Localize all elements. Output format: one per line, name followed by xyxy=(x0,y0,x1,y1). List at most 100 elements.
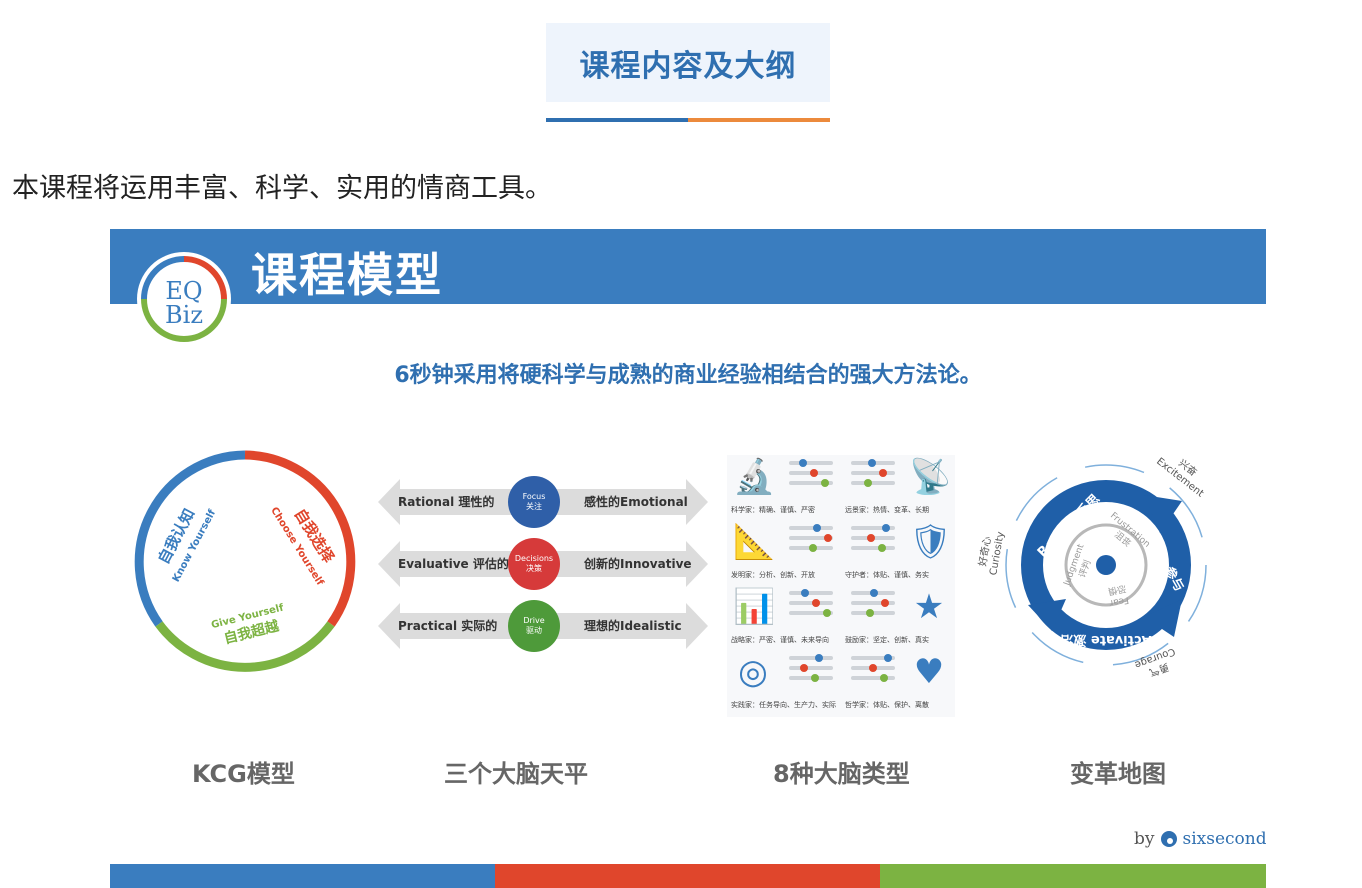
rep-bar xyxy=(851,599,895,607)
rep-bar xyxy=(789,524,833,532)
change-map-ring xyxy=(1021,480,1191,650)
head-heart-icon: ♥ xyxy=(913,652,945,692)
underline-orange xyxy=(688,118,830,122)
rep-bar xyxy=(851,609,895,617)
rep-bar xyxy=(851,544,895,552)
brain-row-drive: Practical 实际的 Drive 驱动 理想的Idealistic xyxy=(378,599,708,653)
kcg-give-arc xyxy=(155,621,335,672)
rep-bar xyxy=(789,664,833,672)
brain-type-desc: 鼓励家：坚定、创新、真实 xyxy=(845,636,929,644)
change-arrow-head xyxy=(1144,495,1182,533)
rep-bar xyxy=(851,654,895,662)
credit-brand: sixseconds xyxy=(1182,829,1267,849)
rep-bars xyxy=(851,459,895,491)
node-en: Drive xyxy=(523,616,545,626)
brain-type-desc: 科学家：精确、谨慎、严密 xyxy=(731,506,815,514)
node-en: Focus xyxy=(522,492,546,502)
footer-red xyxy=(495,864,880,888)
brain-type-cell: 🛡 守护者：体贴、谨慎、务实 xyxy=(845,520,955,586)
change-arrow-head xyxy=(1144,599,1182,637)
rep-bars xyxy=(851,524,895,556)
rep-bars xyxy=(789,524,833,556)
rep-bar xyxy=(851,469,895,477)
credit-by: by xyxy=(1134,829,1155,849)
brain-left-label: Rational 理性的 xyxy=(398,495,495,509)
change-map-caption: 变革地图 xyxy=(1070,760,1166,788)
footer-blue xyxy=(110,864,495,888)
brain-row-decisions: Evaluative 评估的 Decisions 决策 创新的Innovativ… xyxy=(378,537,708,591)
brain-type-desc: 实践家：任务导向、生产力、实际 xyxy=(731,701,836,709)
rep-bar xyxy=(851,459,895,467)
slide-heading: 课程模型 xyxy=(251,248,443,302)
rep-bar xyxy=(789,589,833,597)
brain-row-focus: Rational 理性的 Focus 关注 感性的Emotional xyxy=(378,475,708,529)
brain-type-cell: ♥ 哲学家：体贴、保护、离散 xyxy=(845,650,955,716)
slide-subtitle: 6秒钟采用将硬科学与成熟的商业经验相结合的强大方法论。 xyxy=(394,363,982,388)
rep-bar xyxy=(851,589,895,597)
presenter-icon: 📊 xyxy=(733,587,776,627)
types-caption: 8种大脑类型 xyxy=(773,760,910,788)
footer-color-bar xyxy=(110,864,1266,888)
broadcast-icon: 📡 xyxy=(909,457,952,497)
sixseconds-mark xyxy=(1096,555,1116,575)
brain-type-cell: 📊 战略家：严密、谨慎、未来导向 xyxy=(731,585,841,651)
section-title: 课程内容及大纲 xyxy=(546,23,830,102)
brain-type-cell: 📐 发明家：分析、创新、开放 xyxy=(731,520,841,586)
brain-type-cell: ★ 鼓励家：坚定、创新、真实 xyxy=(845,585,955,651)
target-icon: ◎ xyxy=(738,652,768,692)
kcg-caption: KCG模型 xyxy=(192,760,295,788)
node-cn: 关注 xyxy=(526,502,542,511)
rep-bar xyxy=(851,479,895,487)
eqbiz-logo: EQ Biz xyxy=(137,252,231,346)
brain-left-label: Practical 实际的 xyxy=(398,619,498,633)
rep-bar xyxy=(789,534,833,542)
star-icon: ★ xyxy=(913,587,945,627)
kcg-choose-arc xyxy=(244,450,356,627)
logo-line2: Biz xyxy=(165,301,203,329)
node-cn: 决策 xyxy=(526,564,542,573)
rep-bar xyxy=(789,459,833,467)
brain-right-label: 创新的Innovative xyxy=(584,557,692,571)
kcg-model-diagram: 自我认知 Know Yourself 自我选择 Choose Yourself … xyxy=(134,450,356,672)
rep-bar xyxy=(789,469,833,477)
outer-ring xyxy=(1005,464,1207,666)
rep-bar xyxy=(851,674,895,682)
rep-bar xyxy=(789,544,833,552)
rep-bar xyxy=(789,609,833,617)
fear-cn-label: 恐惧 xyxy=(1107,583,1127,598)
rep-bar xyxy=(851,534,895,542)
compass-icon: 📐 xyxy=(733,522,776,562)
slide-header-bar xyxy=(110,229,1266,304)
rep-bars xyxy=(789,459,833,491)
brain-type-desc: 远景家：热情、变革、长期 xyxy=(845,506,929,514)
brain-types-grid: 🔬 科学家：精确、谨慎、严密 📡 远景家：热情、变革、长期 📐 发明家：分析、创新、开放 🛡… xyxy=(727,455,955,717)
node-cn: 驱动 xyxy=(526,626,542,635)
rep-bars xyxy=(789,654,833,686)
three-brains-diagram: Rational 理性的 Focus 关注 感性的Emotional Evalu… xyxy=(378,447,708,677)
brain-type-desc: 发明家：分析、创新、开放 xyxy=(731,571,815,579)
brain-type-desc: 战略家：严密、谨慎、未来导向 xyxy=(731,636,829,644)
rep-bar xyxy=(789,674,833,682)
drive-node: Drive 驱动 xyxy=(508,600,560,652)
shield-icon: 🛡 xyxy=(909,522,953,562)
rep-bar xyxy=(789,479,833,487)
brain-type-desc: 哲学家：体贴、保护、离散 xyxy=(845,701,929,709)
focus-node: Focus 关注 xyxy=(508,476,560,528)
brain-left-label: Evaluative 评估的 xyxy=(398,557,509,571)
rep-bars xyxy=(851,589,895,621)
intro-text: 本课程将运用丰富、科学、实用的情商工具。 xyxy=(12,173,552,204)
kcg-know-arc xyxy=(134,450,246,627)
brain-right-label: 感性的Emotional xyxy=(584,495,688,509)
brain-type-cell: 📡 远景家：热情、变革、长期 xyxy=(845,455,955,521)
underline-blue xyxy=(546,118,688,122)
rep-bars xyxy=(851,654,895,686)
decisions-node: Decisions 决策 xyxy=(508,538,560,590)
brain-type-desc: 守护者：体贴、谨慎、务实 xyxy=(845,571,929,579)
node-en: Decisions xyxy=(514,554,554,564)
microscope-icon: 🔬 xyxy=(733,457,776,497)
brain-right-label: 理想的Idealistic xyxy=(584,619,682,633)
rep-bars xyxy=(789,589,833,621)
rep-bar xyxy=(789,654,833,662)
logo-line1: EQ xyxy=(165,277,202,305)
activate-label: Activate 激活 xyxy=(1060,632,1151,648)
